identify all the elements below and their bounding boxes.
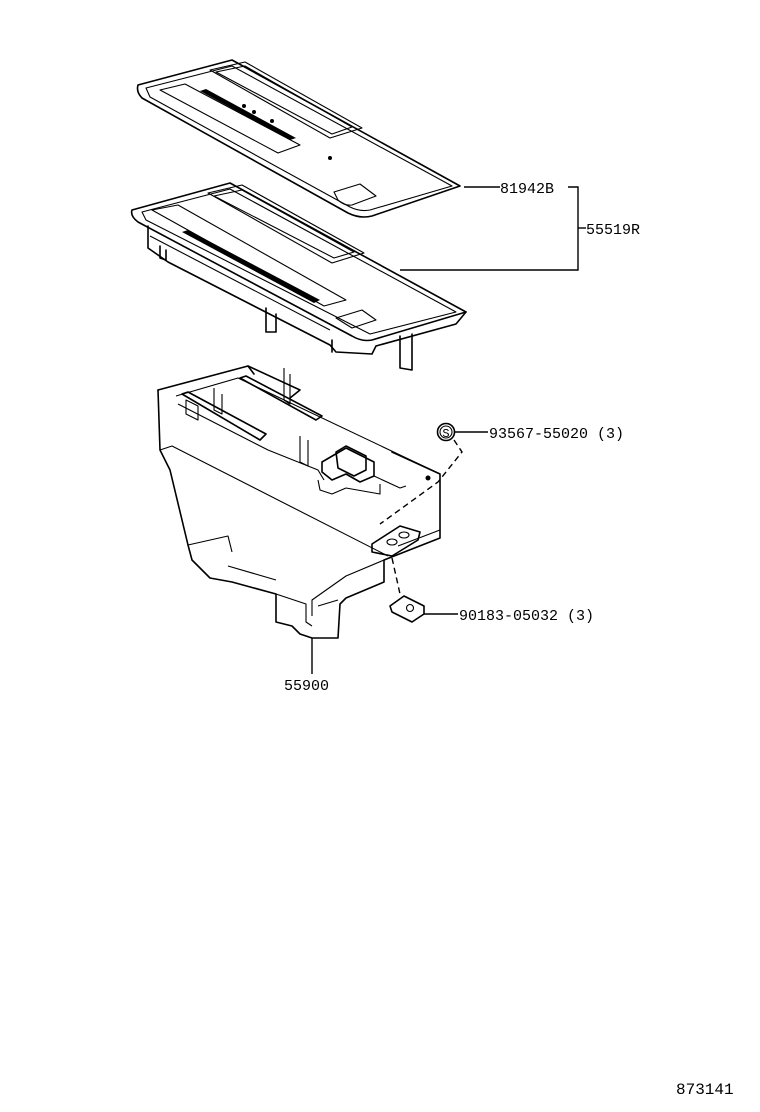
callout-console-box: 55900	[284, 678, 329, 695]
figure-number: 873141	[676, 1081, 734, 1099]
callout-cover-plate: 81942B	[500, 181, 554, 198]
screw-symbol: S	[436, 422, 456, 442]
console-box	[157, 365, 441, 639]
screw-symbol-letter: S	[442, 427, 449, 441]
bracket-tray	[130, 182, 467, 371]
leader-lines	[311, 186, 586, 674]
clip-nut	[389, 595, 425, 623]
cover-plate	[136, 59, 461, 218]
screw-dashed-line	[379, 439, 463, 525]
callout-bracket-group: 55519R	[586, 222, 640, 239]
callout-clip-nut: 90183-05032 (3)	[459, 608, 594, 625]
clip-dashed-line	[391, 557, 401, 595]
callout-screw: 93567-55020 (3)	[489, 426, 624, 443]
